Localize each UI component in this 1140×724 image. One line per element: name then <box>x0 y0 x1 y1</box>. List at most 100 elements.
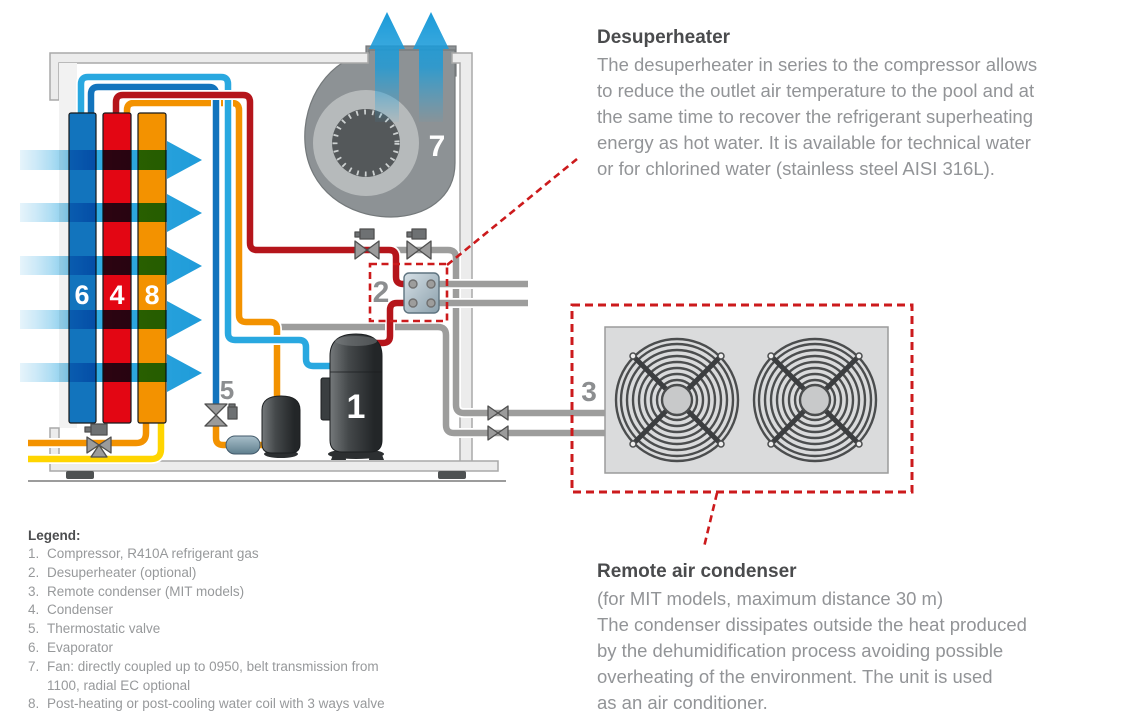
compressor-discharge-red <box>372 299 414 347</box>
legend-item: 4. Condenser <box>28 601 385 620</box>
fan-label: 7 <box>429 130 446 163</box>
legend-item-number: 1. <box>28 546 40 561</box>
air-inlet-arrows <box>20 141 202 392</box>
legend-item: 1. Compressor, R410A refrigerant gas <box>28 545 385 564</box>
fan-assembly: 7 <box>304 45 457 218</box>
air-arrow <box>20 247 202 285</box>
desuperheater-annotation-line: the same time to recover the refrigerant… <box>597 106 1034 127</box>
remote-condenser-annotation-line: The condenser dissipates outside the hea… <box>597 614 1027 635</box>
legend-item-number <box>28 677 47 696</box>
legend-item-number: 6. <box>28 639 40 655</box>
desuperheater-annotation-line: or for chlorined water (stainless steel … <box>597 158 995 179</box>
air-arrow <box>20 354 202 392</box>
remote-condenser-annotation-line: by the dehumidification process avoiding… <box>597 640 1004 661</box>
thermostatic-valve <box>204 403 238 427</box>
remote-condenser-annotation-line: as an air conditioner. <box>597 692 768 713</box>
evaporator-label: 6 <box>74 280 89 310</box>
remote-fan-left <box>614 337 740 463</box>
desuperheater-annotation-title: Desuperheater <box>597 27 731 48</box>
legend-item-number: 5. <box>28 621 40 637</box>
legend-item: 7. Fan: directly coupled up to 0950, bel… <box>28 658 385 677</box>
remote-condenser-annotation-line: (for MIT models, maximum distance 30 m) <box>597 588 944 609</box>
water-coil-label: 8 <box>144 280 159 310</box>
remote-condenser-annotation-title: Remote air condenser <box>597 561 797 582</box>
legend-item-number: 7. <box>28 658 40 674</box>
legend-item: 3. Remote condenser (MIT models) <box>28 583 385 602</box>
desuperheater-port <box>426 298 436 308</box>
desuperheater-label: 2 <box>373 276 390 309</box>
hot-gas-line-red <box>112 91 414 288</box>
air-arrow <box>20 194 202 232</box>
remote-condenser-supply-pipe <box>392 246 606 417</box>
desuperheater-annotation-line: The desuperheater in series to the compr… <box>597 54 1038 75</box>
exhaust-arrow <box>369 12 405 122</box>
remote-condenser-annotation-line: overheating of the environment. The unit… <box>597 666 993 687</box>
air-arrow <box>20 301 202 339</box>
gray-pipes <box>279 245 606 438</box>
legend-item: 8. Post-heating or post-cooling water co… <box>28 695 385 714</box>
condenser-label: 4 <box>109 280 124 310</box>
coil-supply-orange <box>28 419 150 447</box>
cabinet-bottom-panel <box>49 427 499 472</box>
desuperheater-block <box>403 272 440 314</box>
coil-return-yellow <box>28 419 165 463</box>
legend-item-text: Post-heating or post-cooling water coil … <box>47 696 385 712</box>
desuperheater-callout-leader <box>446 157 578 267</box>
compressor-foot <box>331 452 346 460</box>
drier-line-orange <box>212 424 268 449</box>
fan-hub <box>339 116 393 170</box>
compressor-body <box>329 333 383 453</box>
valve-red-line <box>354 228 380 260</box>
desuperheater-annotation-line: to reduce the outlet air temperature to … <box>597 80 1035 101</box>
legend-item-text: Fan: directly coupled up to 0950, belt t… <box>47 658 379 674</box>
legend-item-text: Compressor, R410A refrigerant gas <box>47 546 259 561</box>
legend: Legend: 1. Compressor, R410A refrigerant… <box>28 526 385 714</box>
coil-water-pipes <box>28 419 166 464</box>
air-arrow <box>20 141 202 179</box>
legend-item-number: 4. <box>28 602 40 618</box>
three-way-valve <box>84 423 112 458</box>
legend-item: 2. Desuperheater (optional) <box>28 564 385 583</box>
fan-blade-ticks <box>332 109 400 177</box>
legend-item-number: 3. <box>28 583 40 599</box>
exhaust-arrow <box>413 12 449 122</box>
legend-title: Legend: <box>28 528 81 543</box>
legend-item: 5. Thermostatic valve <box>28 620 385 639</box>
remote-condenser-annotation: Remote air condenser (for MIT models, ma… <box>597 558 1027 716</box>
cabinet-foot-left <box>66 471 94 479</box>
legend-item-number: 8. <box>28 696 40 712</box>
filter-drier <box>225 435 261 455</box>
legend-item-continuation: 1100, radial EC optional <box>28 677 385 696</box>
receiver-body <box>261 395 301 454</box>
legend-item-text: Remote condenser (MIT models) <box>47 583 245 599</box>
desuperheater-annotation-line: energy as hot water. It is available for… <box>597 132 1031 153</box>
air-outlet-arrows <box>369 12 449 122</box>
refrigerant-loops <box>76 72 414 450</box>
desuperheater-port <box>426 279 436 289</box>
valve-remote-return <box>487 425 509 441</box>
liquid-line-orange <box>123 99 281 400</box>
legend-item-text: Thermostatic valve <box>47 621 161 637</box>
valve-gray-line <box>406 228 432 260</box>
legend-item-text: Evaporator <box>47 639 114 655</box>
legend-item-number: 2. <box>28 564 40 580</box>
legend-item-text: Condenser <box>47 602 114 618</box>
components: 1 2 5 <box>84 228 509 460</box>
desuperheater-annotation: Desuperheater The desuperheater in serie… <box>597 24 1037 182</box>
remote-condenser-return-pipe <box>279 323 606 437</box>
thermostatic-valve-label: 5 <box>220 375 234 405</box>
suction-line-cyan <box>77 73 333 370</box>
remote-fan-right <box>752 337 878 463</box>
desuperheater-water-pipes <box>430 280 528 307</box>
callouts <box>368 157 914 548</box>
compressor-label: 1 <box>347 388 366 426</box>
desuperheater-callout-box <box>368 262 449 323</box>
compressor-dome-highlight <box>335 336 377 346</box>
remote-condenser-callout-leader <box>702 492 719 548</box>
legend-item-text: Desuperheater (optional) <box>47 564 197 580</box>
remote-condenser-unit: 3 <box>581 326 889 474</box>
legend-item-text: 1100, radial EC optional <box>47 677 191 693</box>
remote-condenser-label: 3 <box>581 376 597 407</box>
